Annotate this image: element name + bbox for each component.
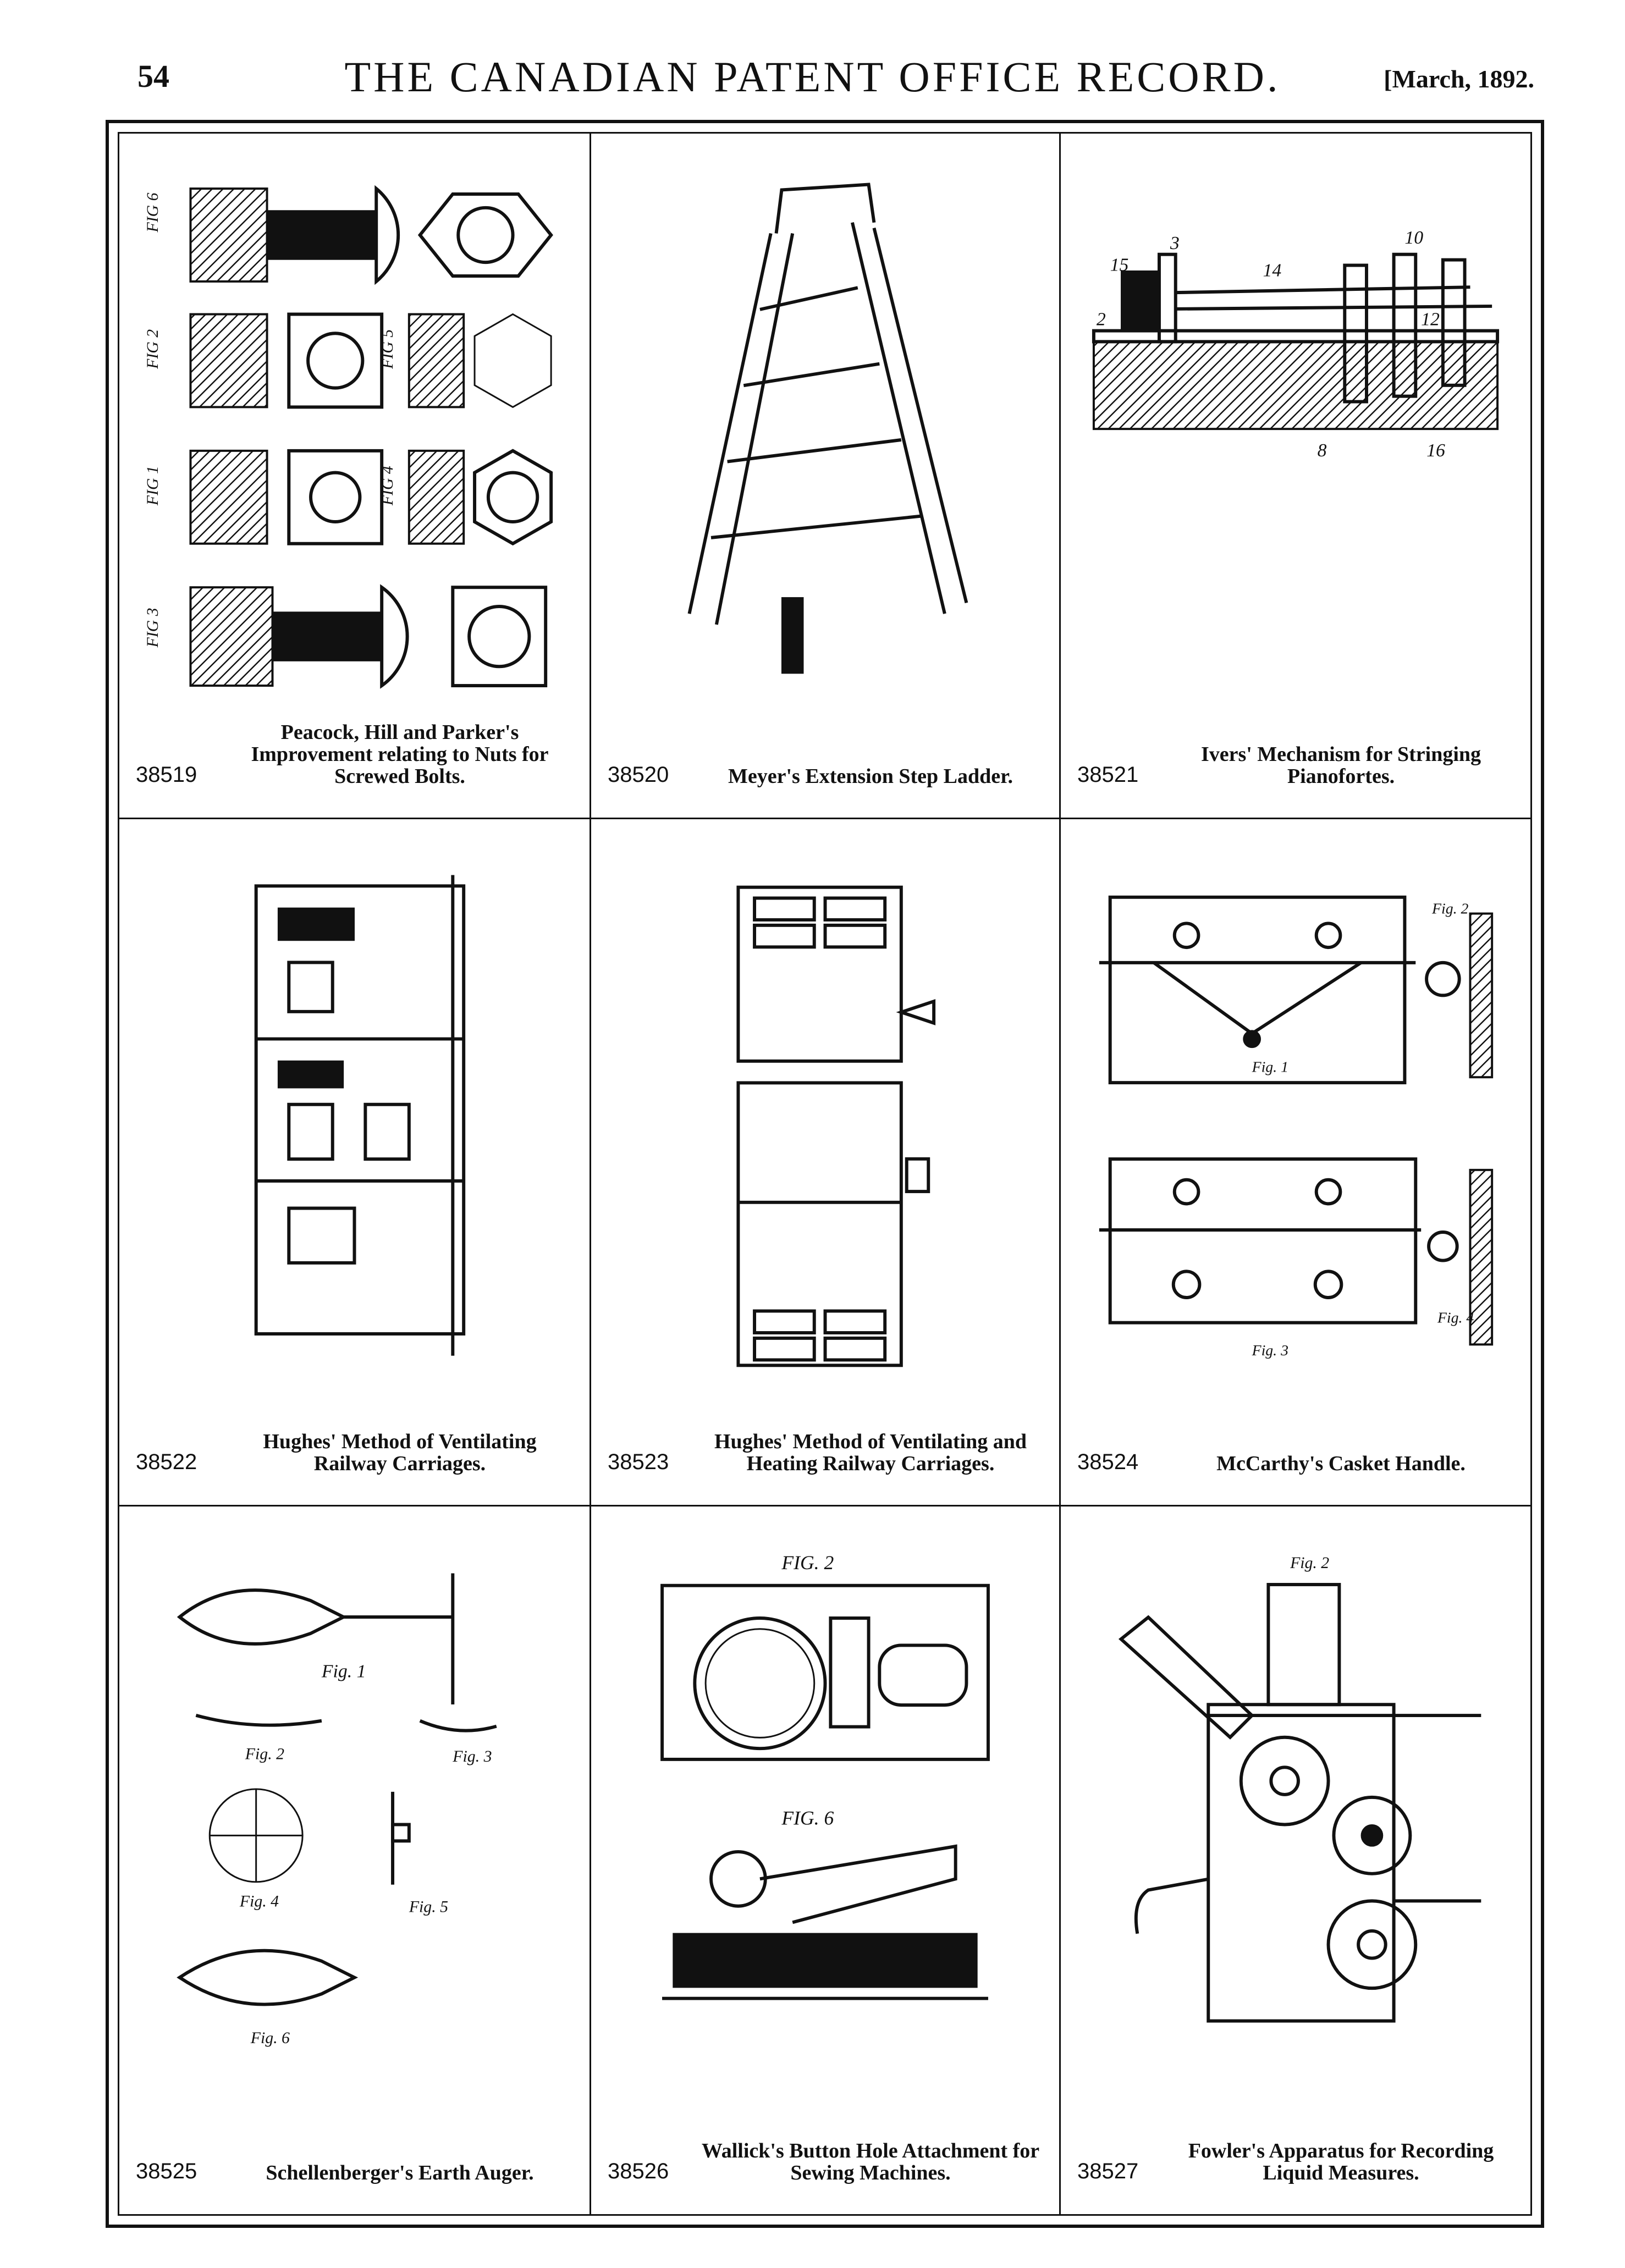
- page-header: 54 THE CANADIAN PATENT OFFICE RECORD. [M…: [0, 52, 1625, 113]
- patent-number: 38526: [608, 2159, 669, 2183]
- patent-number: 38521: [1077, 763, 1139, 787]
- figure-label: 16: [1426, 440, 1445, 461]
- figure-label: FIG 1: [147, 466, 162, 506]
- page-title: THE CANADIAN PATENT OFFICE RECORD.: [344, 53, 1281, 101]
- patent-number: 38524: [1077, 1450, 1139, 1474]
- figure-label: Fig. 2: [1290, 1554, 1329, 1572]
- patent-cell-38525: Fig. 1 Fig. 2 Fig. 3 Fig. 4 Fig. 5 Fig. …: [119, 1507, 591, 2214]
- figure-label: Fig. 2: [245, 1745, 284, 1763]
- figure-label: Fig. 1: [1252, 1058, 1288, 1075]
- figure-label: FIG 4: [378, 466, 396, 506]
- patent-caption: 38524 McCarthy's Casket Handle.: [1077, 1450, 1514, 1475]
- patent-number: 38520: [608, 763, 669, 787]
- patent-cell-38526: FIG. 2 FIG. 6 38526 Wallick's Button Hol…: [591, 1507, 1061, 2214]
- page-frame-inner: [118, 132, 1532, 2216]
- patent-cell-38519: FIG 6 FIG 2 FIG 5 FIG 1 FIG 4: [119, 134, 591, 819]
- patent-caption: 38522 Hughes' Method of Ventilating Rail…: [136, 1431, 573, 1475]
- patent-caption: 38527 Fowler's Apparatus for Recording L…: [1077, 2140, 1514, 2184]
- patent-number: 38525: [136, 2159, 197, 2183]
- figure-label: Fig. 4: [1437, 1310, 1474, 1327]
- figure-label: Fig. 5: [409, 1897, 448, 1916]
- patent-drawing-bolts-nuts: FIG 6 FIG 2 FIG 5 FIG 1 FIG 4: [147, 161, 562, 719]
- patent-title: Hughes' Method of Ventilating Railway Ca…: [263, 1430, 537, 1475]
- patent-cell-38524: Fig. 1 Fig. 2 Fig. 3 Fig. 4 38524 McCart…: [1061, 819, 1530, 1507]
- figure-label: FIG 5: [378, 329, 396, 369]
- patent-title: Fowler's Apparatus for Recording Liquid …: [1188, 2139, 1494, 2184]
- figure-label: Fig. 3: [452, 1747, 492, 1765]
- figure-label: 8: [1318, 440, 1327, 461]
- patent-drawing-button-hole: FIG. 2 FIG. 6: [619, 1534, 1032, 2115]
- patent-caption: 38526 Wallick's Button Hole Attachment f…: [608, 2140, 1043, 2184]
- figure-label: Fig. 2: [1431, 901, 1468, 918]
- patent-title: Wallick's Button Hole Attachment for Sew…: [701, 2139, 1040, 2184]
- patent-drawing-casket-handle: Fig. 1 Fig. 2 Fig. 3 Fig. 4: [1088, 847, 1503, 1406]
- figure-label: FIG. 2: [781, 1552, 834, 1574]
- patent-drawing-step-ladder: [619, 161, 1032, 719]
- patent-caption: 38523 Hughes' Method of Ventilating and …: [608, 1431, 1043, 1475]
- patent-title: Schellenberger's Earth Auger.: [266, 2161, 534, 2184]
- patent-number: 38523: [608, 1450, 669, 1474]
- patent-cell-38520: 38520 Meyer's Extension Step Ladder.: [591, 134, 1061, 819]
- patent-drawing-ventilating-carriage: [147, 847, 562, 1406]
- figure-label: FIG 2: [147, 329, 162, 369]
- figure-label: Fig. 3: [1252, 1342, 1288, 1359]
- patent-drawing-piano-stringing: 15 3 14 10 2 12 8 16: [1088, 161, 1503, 719]
- figure-label: 12: [1421, 310, 1440, 330]
- patent-caption: 38525 Schellenberger's Earth Auger.: [136, 2159, 573, 2184]
- patent-drawing-heating-carriage: [619, 847, 1032, 1406]
- patent-caption: 38519 Peacock, Hill and Parker's Improve…: [136, 721, 573, 787]
- figure-label: 14: [1263, 260, 1281, 280]
- figure-label: 2: [1097, 310, 1106, 330]
- patent-title: Peacock, Hill and Parker's Improvement r…: [251, 721, 549, 788]
- patent-cell-38527: Fig. 2 38527 Fowler's Apparatus for Reco…: [1061, 1507, 1530, 2214]
- patent-title: Meyer's Extension Step Ladder.: [728, 765, 1013, 788]
- figure-label: Fig. 6: [250, 2029, 290, 2047]
- patent-drawing-earth-auger: Fig. 1 Fig. 2 Fig. 3 Fig. 4 Fig. 5 Fig. …: [147, 1534, 562, 2115]
- figure-label: FIG 3: [147, 608, 162, 648]
- issue-date: [March, 1892.: [1384, 65, 1534, 93]
- patent-grid: FIG 6 FIG 2 FIG 5 FIG 1 FIG 4: [119, 134, 1530, 2214]
- patent-cell-38521: 15 3 14 10 2 12 8 16 38521 Ivers' Mechan…: [1061, 134, 1530, 819]
- patent-number: 38527: [1077, 2159, 1139, 2183]
- patent-cell-38522: 38522 Hughes' Method of Ventilating Rail…: [119, 819, 591, 1507]
- patent-cell-38523: 38523 Hughes' Method of Ventilating and …: [591, 819, 1061, 1507]
- figure-label: FIG. 6: [781, 1807, 834, 1829]
- patent-title: Hughes' Method of Ventilating and Heatin…: [714, 1430, 1027, 1475]
- figure-label: Fig. 1: [321, 1661, 366, 1681]
- patent-number: 38519: [136, 763, 197, 787]
- patent-number: 38522: [136, 1450, 197, 1474]
- page-number: 54: [137, 58, 169, 94]
- patent-caption: 38521 Ivers' Mechanism for Stringing Pia…: [1077, 743, 1514, 787]
- figure-label: FIG 6: [147, 192, 162, 233]
- patent-title: McCarthy's Casket Handle.: [1216, 1452, 1466, 1475]
- figure-label: 15: [1110, 255, 1129, 275]
- figure-label: 10: [1404, 228, 1423, 248]
- patent-title: Ivers' Mechanism for Stringing Pianofort…: [1200, 743, 1481, 788]
- figure-label: 3: [1170, 233, 1180, 253]
- patent-caption: 38520 Meyer's Extension Step Ladder.: [608, 763, 1043, 787]
- patent-drawing-liquid-measure: Fig. 2: [1088, 1534, 1503, 2115]
- page-frame-outer: [106, 120, 1544, 2228]
- figure-label: Fig. 4: [239, 1892, 279, 1911]
